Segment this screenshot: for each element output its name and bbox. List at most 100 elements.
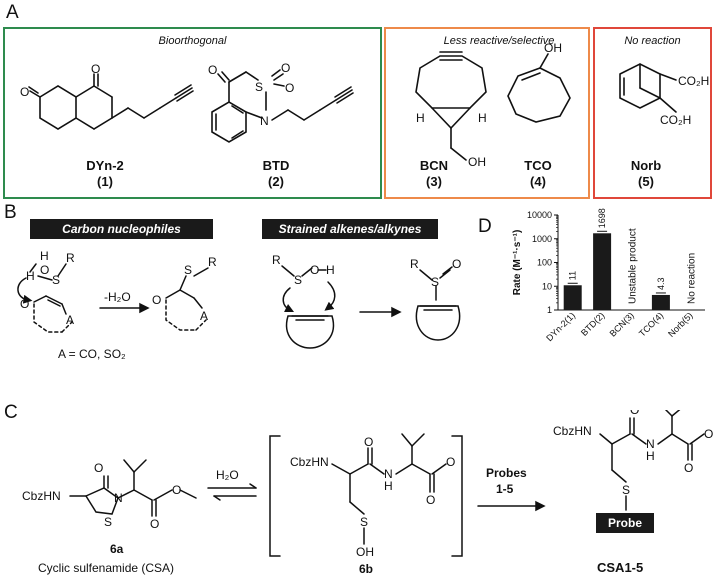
chart-y-tick-label: 100 <box>537 258 552 268</box>
b-s3-label: S <box>294 273 302 287</box>
strained-alkenes-title: Strained alkenes/alkynes <box>262 219 438 239</box>
panel-a-structures: O O S N O O O H H OH OH CO₂H CO₂H <box>20 41 709 169</box>
c-6b-h-label: H <box>384 479 393 493</box>
norb-structure <box>619 63 677 113</box>
norb-number: (5) <box>638 174 654 189</box>
b-a1-label: A <box>66 313 74 327</box>
chart-bar <box>593 233 612 310</box>
chart-y-tick-label: 1000 <box>532 234 552 244</box>
dyn2-number: (1) <box>97 174 113 189</box>
norb-co2h1-label: CO₂H <box>678 74 709 88</box>
c-p-o1-label: O <box>630 410 639 417</box>
tco-number: (4) <box>530 174 546 189</box>
panel-d-letter: D <box>478 216 492 237</box>
b-h3-label: H <box>326 263 335 277</box>
c-6a-cbzhn: CbzHN <box>22 489 61 503</box>
c-6a-label: 6a <box>110 542 124 556</box>
panel-a-letter: A <box>6 2 19 23</box>
panel-b-letter: B <box>4 202 17 223</box>
bcn-structure <box>415 51 487 161</box>
btd-name: BTD <box>262 158 290 173</box>
norb-name: Norb <box>630 158 662 173</box>
less-reactive-caption: Less reactive/selective <box>443 35 555 47</box>
btd-so2-o1-label: O <box>281 61 290 75</box>
c-6b-oh-label: OH <box>356 545 374 559</box>
c-6a-o3-label: O <box>172 483 181 497</box>
no-reaction-box: No reaction <box>593 27 712 199</box>
chart-data-label: No reaction <box>686 253 697 304</box>
b-h2-label: H <box>26 269 35 283</box>
chart-data-label: 4.3 <box>656 277 666 290</box>
c-product-label: CSA1-5 <box>597 560 644 575</box>
chart-category-label: BCN(3) <box>608 310 636 338</box>
b-o5-label: O <box>452 257 461 271</box>
c-product-cbzhn: CbzHN <box>553 424 592 438</box>
c-6b-cbzhn: CbzHN <box>290 455 329 469</box>
norb-co2h2-label: CO₂H <box>660 113 691 127</box>
c-6b-label: 6b <box>359 562 374 576</box>
c-p-o2-label: O <box>684 461 693 475</box>
chart-data-label: 11 <box>568 271 578 280</box>
carbon-nucleophiles-title: Carbon nucleophiles <box>30 219 213 239</box>
chart-bar <box>651 294 670 310</box>
btd-number: (2) <box>268 174 284 189</box>
c-6a-s-label: S <box>104 515 112 529</box>
chart-category-label: Norb(5) <box>666 310 695 339</box>
c-6a-n-label: N <box>114 491 123 505</box>
bcn-oh-label: OH <box>468 155 486 169</box>
minus-water-label: -H₂O <box>104 290 131 304</box>
c-p-h-label: H <box>646 449 655 463</box>
bcn-h1-label: H <box>416 111 425 125</box>
b-s2-label: S <box>184 263 192 277</box>
chart-category-label: DYn-2(1) <box>544 310 577 343</box>
c-probe-box: Probe <box>596 513 654 533</box>
chart-data-label: Unstable product <box>628 228 639 304</box>
chart-y-tick-label: 10000 <box>527 210 552 220</box>
c-6b-s-label: S <box>360 515 368 529</box>
b-r3-label: R <box>272 253 281 267</box>
b-h1-label: H <box>40 249 49 263</box>
chart-y-tick-label: 10 <box>542 281 552 291</box>
btd-so2-o2-label: O <box>285 81 294 95</box>
chart-category-label: TCO(4) <box>637 310 665 338</box>
c-p-s-label: S <box>622 483 630 497</box>
bcn-number: (3) <box>426 174 442 189</box>
bcn-name: BCN <box>419 158 449 173</box>
chart-bar <box>563 285 582 310</box>
c-p-n-label: N <box>646 437 655 451</box>
btd-structure <box>211 69 354 143</box>
chart-y-axis-label: Rate (M⁻¹·s⁻¹) <box>512 230 523 296</box>
c-6a-name: Cyclic sulfenamide (CSA) <box>38 561 175 575</box>
no-reaction-caption: No reaction <box>624 35 681 47</box>
b-r2-label: R <box>208 255 217 269</box>
chart-category-label: BTD(2) <box>579 310 607 338</box>
dyn2-structure <box>28 73 194 130</box>
c-6b-o1-label: O <box>364 435 373 449</box>
b-o4-label: O <box>310 263 319 277</box>
panel-b-structures: H H O S R O A O S R A R S O H R S O <box>17 249 461 349</box>
a-equals-label: A = CO, SO₂ <box>58 347 126 361</box>
b-o2-label: O <box>20 297 29 311</box>
b-s4-label: S <box>431 275 439 289</box>
c-water-label: H₂O <box>216 468 239 482</box>
chart-data-label: 1698 <box>597 208 607 228</box>
btd-n-label: N <box>260 114 269 128</box>
tco-oh-label: OH <box>544 41 562 55</box>
b-a2-label: A <box>200 309 208 323</box>
c-6b-n-label: N <box>384 467 393 481</box>
c-p-o3-label: O <box>704 427 713 441</box>
tco-name: TCO <box>524 158 552 173</box>
c-6b-o2-label: O <box>426 493 435 507</box>
c-6b-o3-label: O <box>446 455 455 469</box>
tco-structure <box>507 53 571 123</box>
b-o1-label: O <box>40 263 49 277</box>
dyn2-name: DYn-2 <box>86 158 124 173</box>
bioorthogonal-box: Bioorthogonal <box>3 27 382 199</box>
panel-c-letter: C <box>4 402 18 423</box>
c-6a-o1-label: O <box>94 461 103 475</box>
c-6a-o2-label: O <box>150 517 159 531</box>
btd-o-label: O <box>208 63 217 77</box>
bcn-h2-label: H <box>478 111 487 125</box>
b-r1-label: R <box>66 251 75 265</box>
